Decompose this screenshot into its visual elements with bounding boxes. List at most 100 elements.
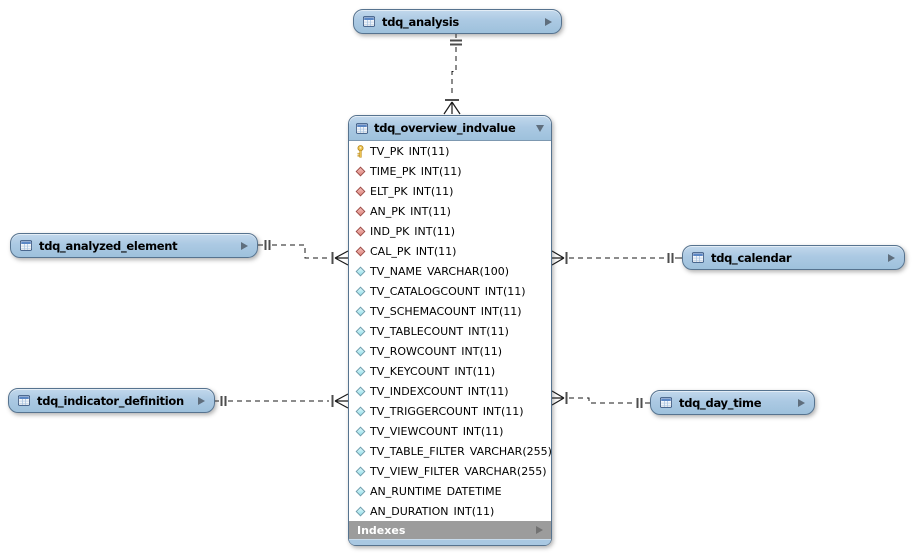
expand-right-arrow-icon[interactable] bbox=[241, 241, 248, 250]
column-row[interactable]: TV_ROWCOUNT INT(11) bbox=[349, 341, 551, 361]
column-name: AN_RUNTIME bbox=[370, 484, 442, 498]
foreign-key-icon bbox=[354, 164, 366, 178]
expand-right-arrow-icon[interactable] bbox=[888, 253, 895, 262]
attribute-icon bbox=[354, 384, 366, 398]
column-name: TV_TABLECOUNT bbox=[370, 324, 464, 338]
table-tdq-analyzed-element[interactable]: tdq_analyzed_element bbox=[10, 233, 258, 258]
column-type: INT(11) bbox=[410, 204, 451, 218]
attribute-icon bbox=[354, 504, 366, 518]
column-row[interactable]: TV_VIEWCOUNT INT(11) bbox=[349, 421, 551, 441]
cardinality-one-ticks bbox=[450, 39, 462, 46]
foreign-key-icon bbox=[354, 224, 366, 238]
column-row[interactable]: AN_RUNTIME DATETIME bbox=[349, 481, 551, 501]
column-name: TV_TABLE_FILTER bbox=[370, 444, 465, 458]
table-title: tdq_calendar bbox=[711, 250, 792, 265]
column-type: INT(11) bbox=[412, 184, 454, 198]
collapse-down-arrow-icon[interactable] bbox=[536, 124, 544, 132]
table-icon bbox=[660, 396, 672, 410]
column-name: ELT_PK bbox=[370, 184, 408, 198]
column-type: INT(11) bbox=[482, 404, 524, 418]
table-title: tdq_analyzed_element bbox=[39, 238, 178, 253]
column-name: TV_VIEW_FILTER bbox=[370, 464, 460, 478]
relationship-analyzed-element-overview[interactable] bbox=[258, 240, 349, 266]
cardinality-one-ticks bbox=[220, 396, 227, 406]
column-type: DATETIME bbox=[446, 484, 502, 498]
column-name: TV_SCHEMACOUNT bbox=[370, 304, 476, 318]
column-row[interactable]: TIME_PK INT(11) bbox=[349, 161, 551, 181]
crow-foot-icon bbox=[443, 101, 461, 115]
column-row[interactable]: TV_PK INT(11) bbox=[349, 141, 551, 161]
column-type: VARCHAR(255) bbox=[464, 464, 547, 478]
column-name: AN_PK bbox=[370, 204, 406, 218]
column-row[interactable]: TV_TABLECOUNT INT(11) bbox=[349, 321, 551, 341]
column-type: INT(11) bbox=[462, 424, 504, 438]
table-title: tdq_analysis bbox=[382, 14, 459, 29]
wire-segment bbox=[451, 47, 457, 97]
attribute-icon bbox=[354, 284, 366, 298]
column-name: CAL_PK bbox=[370, 244, 411, 258]
relationship-analysis-overview[interactable] bbox=[443, 34, 462, 115]
column-name: TV_KEYCOUNT bbox=[370, 364, 450, 378]
column-row[interactable]: CAL_PK INT(11) bbox=[349, 241, 551, 261]
column-name: TV_CATALOGCOUNT bbox=[370, 284, 480, 298]
table-tdq-analysis[interactable]: tdq_analysis bbox=[353, 9, 562, 34]
relationship-indicator-definition-overview[interactable] bbox=[215, 393, 349, 409]
attribute-icon bbox=[354, 364, 366, 378]
table-title: tdq_overview_indvalue bbox=[374, 121, 516, 135]
expand-right-arrow-icon[interactable] bbox=[198, 396, 205, 405]
crow-foot-icon bbox=[334, 250, 349, 266]
column-name: TV_TRIGGERCOUNT bbox=[370, 404, 478, 418]
column-type: VARCHAR(100) bbox=[426, 264, 510, 278]
table-icon bbox=[692, 251, 704, 265]
column-name: AN_DURATION bbox=[370, 504, 449, 518]
column-type: VARCHAR(255) bbox=[469, 444, 552, 458]
column-row[interactable]: TV_CATALOGCOUNT INT(11) bbox=[349, 281, 551, 301]
column-type: INT(11) bbox=[420, 164, 462, 178]
attribute-icon bbox=[354, 464, 366, 478]
column-row[interactable]: AN_DURATION INT(11) bbox=[349, 501, 551, 521]
column-row[interactable]: TV_SCHEMACOUNT INT(11) bbox=[349, 301, 551, 321]
relationship-day-time-overview[interactable] bbox=[551, 390, 650, 408]
column-row[interactable]: TV_TRIGGERCOUNT INT(11) bbox=[349, 401, 551, 421]
column-row[interactable]: TV_TABLE_FILTER VARCHAR(255) bbox=[349, 441, 552, 461]
foreign-key-icon bbox=[354, 244, 366, 258]
column-type: INT(11) bbox=[467, 384, 509, 398]
table-header[interactable]: tdq_overview_indvalue bbox=[349, 116, 551, 141]
column-row[interactable]: TV_NAME VARCHAR(100) bbox=[349, 261, 551, 281]
wire-segment bbox=[272, 244, 329, 259]
column-row[interactable]: ELT_PK INT(11) bbox=[349, 181, 551, 201]
column-row[interactable]: TV_KEYCOUNT INT(11) bbox=[349, 361, 551, 381]
column-row[interactable]: AN_PK INT(11) bbox=[349, 201, 551, 221]
expand-right-arrow-icon[interactable] bbox=[798, 398, 805, 407]
column-type: INT(11) bbox=[415, 244, 457, 258]
expand-right-arrow-icon[interactable] bbox=[545, 17, 552, 26]
column-row[interactable]: TV_INDEXCOUNT INT(11) bbox=[349, 381, 551, 401]
expand-right-arrow-icon[interactable] bbox=[536, 526, 543, 534]
table-icon bbox=[18, 394, 30, 408]
crow-foot-icon bbox=[551, 390, 565, 406]
column-row[interactable]: TV_VIEW_FILTER VARCHAR(255) bbox=[349, 461, 551, 481]
cardinality-one-ticks bbox=[264, 240, 271, 250]
table-title: tdq_indicator_definition bbox=[37, 393, 184, 408]
table-icon bbox=[20, 239, 32, 253]
column-list: TV_PK INT(11) TIME_PK INT(11) ELT_PK INT… bbox=[349, 141, 552, 521]
indexes-section[interactable]: Indexes bbox=[349, 521, 551, 539]
column-name: TIME_PK bbox=[370, 164, 416, 178]
column-row[interactable]: IND_PK INT(11) bbox=[349, 221, 551, 241]
wire-segment bbox=[569, 397, 634, 404]
table-title: tdq_day_time bbox=[679, 395, 762, 410]
table-tdq-day-time[interactable]: tdq_day_time bbox=[650, 390, 815, 415]
column-type: INT(11) bbox=[484, 284, 526, 298]
table-tdq-overview-indvalue[interactable]: tdq_overview_indvalue TV_PK INT(11) TIME… bbox=[348, 115, 552, 546]
column-name: TV_NAME bbox=[370, 264, 422, 278]
table-tdq-indicator-definition[interactable]: tdq_indicator_definition bbox=[8, 388, 215, 413]
cardinality-one-ticks bbox=[636, 398, 643, 408]
table-tdq-calendar[interactable]: tdq_calendar bbox=[682, 245, 905, 270]
attribute-icon bbox=[354, 324, 366, 338]
attribute-icon bbox=[354, 404, 366, 418]
indexes-label: Indexes bbox=[357, 523, 406, 537]
relationship-calendar-overview[interactable] bbox=[551, 250, 682, 266]
attribute-icon bbox=[354, 424, 366, 438]
column-type: INT(11) bbox=[468, 324, 509, 338]
